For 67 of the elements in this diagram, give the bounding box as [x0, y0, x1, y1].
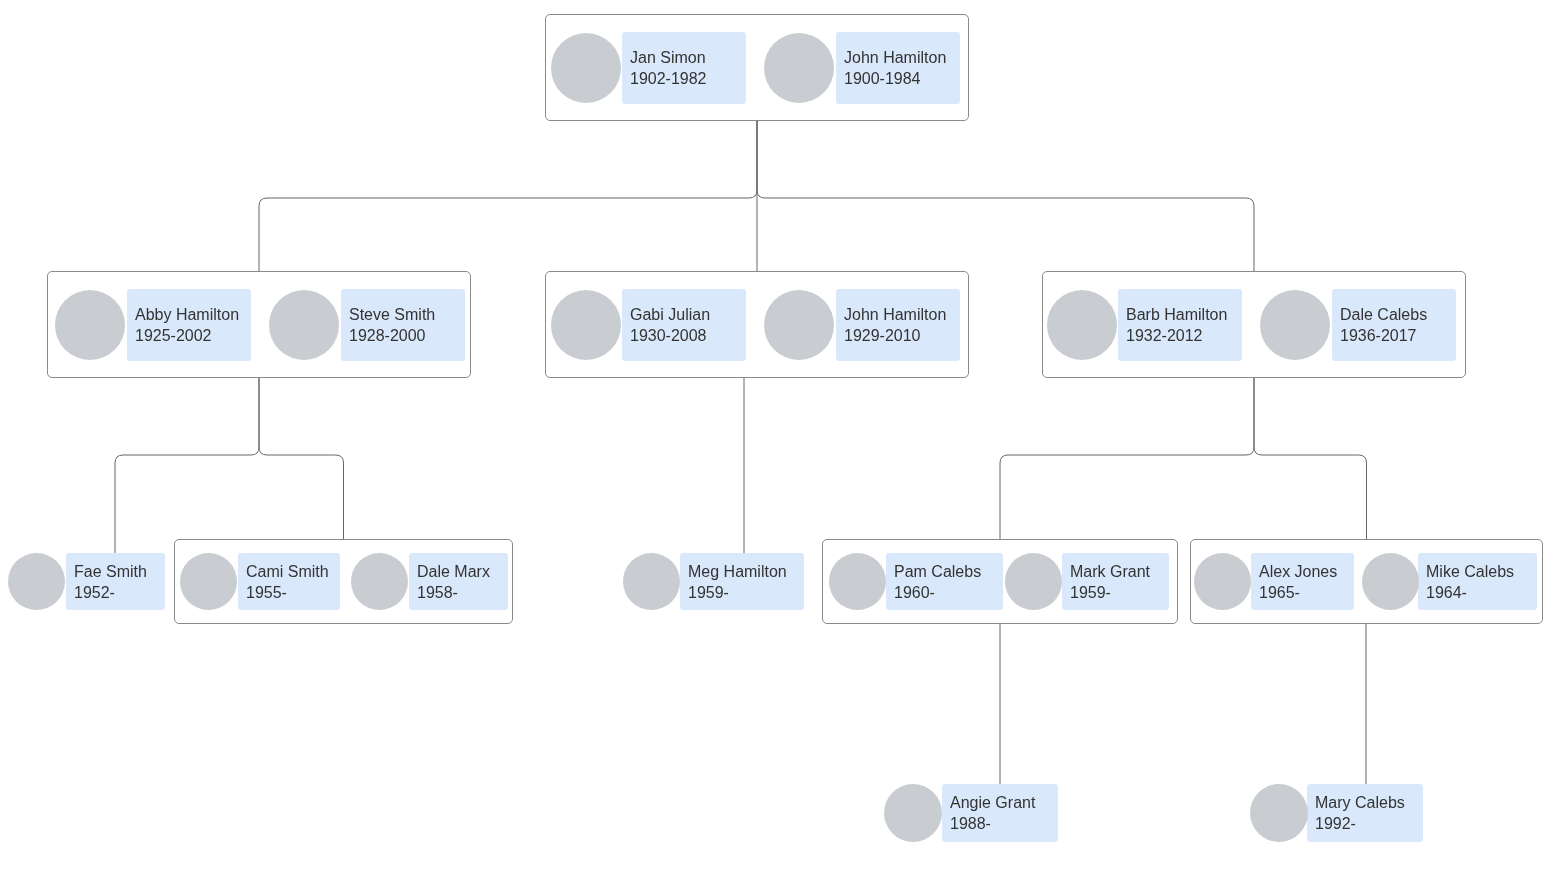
- person-card: [622, 289, 746, 361]
- person-card: [836, 289, 960, 361]
- couple-box: [1190, 539, 1543, 624]
- person-name: Angie Grant: [950, 793, 1037, 813]
- connector-line: [1365, 623, 1367, 785]
- person-name: Dale Calebs: [1340, 305, 1429, 325]
- person-card: [836, 32, 960, 104]
- life-years: 1992-: [1315, 814, 1357, 834]
- person-card: [1251, 553, 1354, 610]
- person-card: [1418, 553, 1537, 610]
- person-card: [622, 32, 746, 104]
- person-card: [886, 553, 1003, 610]
- person-card: [127, 289, 251, 361]
- person-card: [409, 553, 508, 610]
- person-card: [341, 289, 465, 361]
- life-years: 1960-: [894, 582, 936, 603]
- person-name: John Hamilton: [844, 305, 948, 325]
- person-name: Pam Calebs: [894, 561, 983, 582]
- couple-box: [47, 271, 471, 378]
- person-name: Dale Marx: [417, 561, 491, 582]
- couple-box: [545, 14, 969, 121]
- person-card: [238, 553, 340, 610]
- life-years: 1925-2002: [135, 326, 213, 346]
- life-years: 1959-: [688, 582, 730, 603]
- connector-line: [756, 120, 1255, 272]
- couple-box: [545, 271, 969, 378]
- connector-line: [1253, 377, 1367, 540]
- person-name: Steve Smith: [349, 305, 437, 325]
- person-card: [1307, 784, 1423, 842]
- person-card: [1332, 289, 1456, 361]
- connector-line: [258, 377, 344, 540]
- person-card: [942, 784, 1058, 842]
- life-years: 1902-1982: [630, 69, 708, 89]
- life-years: 1952-: [74, 582, 116, 603]
- life-years: 1930-2008: [630, 326, 708, 346]
- person-name: Alex Jones: [1259, 561, 1339, 582]
- person-name: John Hamilton: [844, 48, 948, 68]
- life-years: 1958-: [417, 582, 459, 603]
- life-years: 1932-2012: [1126, 326, 1204, 346]
- person-card: [1062, 553, 1169, 610]
- person-card: [66, 553, 165, 610]
- life-years: 1965-: [1259, 582, 1301, 603]
- life-years: 1964-: [1426, 582, 1468, 603]
- life-years: 1988-: [950, 814, 992, 834]
- person-card: [1118, 289, 1242, 361]
- person-name: Mike Calebs: [1426, 561, 1516, 582]
- person-name: Mary Calebs: [1315, 793, 1406, 813]
- person-name: Barb Hamilton: [1126, 305, 1229, 325]
- connector-line: [999, 623, 1001, 785]
- couple-box: [822, 539, 1178, 624]
- life-years: 1955-: [246, 582, 288, 603]
- life-years: 1959-: [1070, 582, 1112, 603]
- person-name: Gabi Julian: [630, 305, 712, 325]
- life-years: 1929-2010: [844, 326, 922, 346]
- life-years: 1928-2000: [349, 326, 427, 346]
- connector-line: [743, 377, 745, 554]
- person-name: Abby Hamilton: [135, 305, 241, 325]
- person-name: Jan Simon: [630, 48, 707, 68]
- person-name: Meg Hamilton: [688, 561, 788, 582]
- couple-box: [174, 539, 513, 624]
- life-years: 1900-1984: [844, 69, 922, 89]
- life-years: 1936-2017: [1340, 326, 1418, 346]
- person-name: Cami Smith: [246, 561, 330, 582]
- person-name: Mark Grant: [1070, 561, 1151, 582]
- couple-box: [1042, 271, 1466, 378]
- person-card: [680, 553, 804, 610]
- person-name: Fae Smith: [74, 561, 148, 582]
